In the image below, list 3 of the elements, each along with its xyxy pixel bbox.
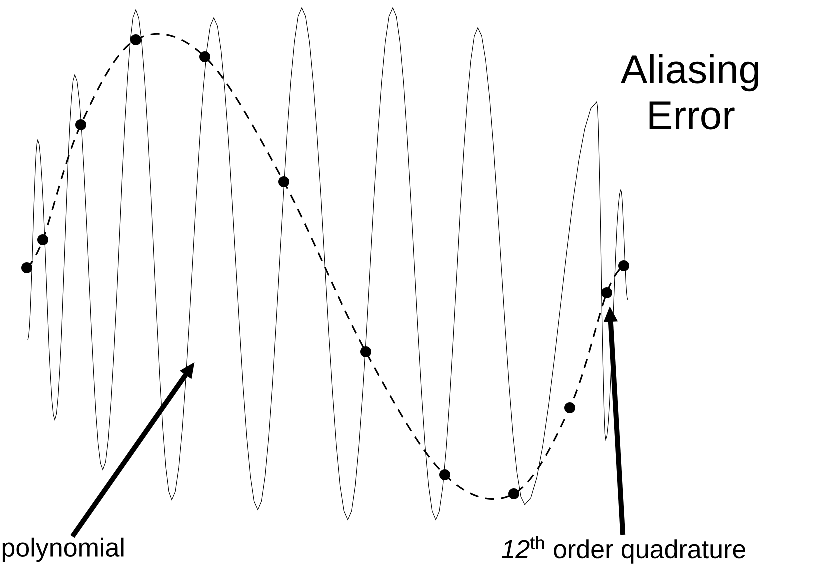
text-label: polynomial [2,538,124,562]
title: Aliasing Error [621,54,758,130]
text-label: 12$^{th}$ order quadrature [502,536,746,564]
